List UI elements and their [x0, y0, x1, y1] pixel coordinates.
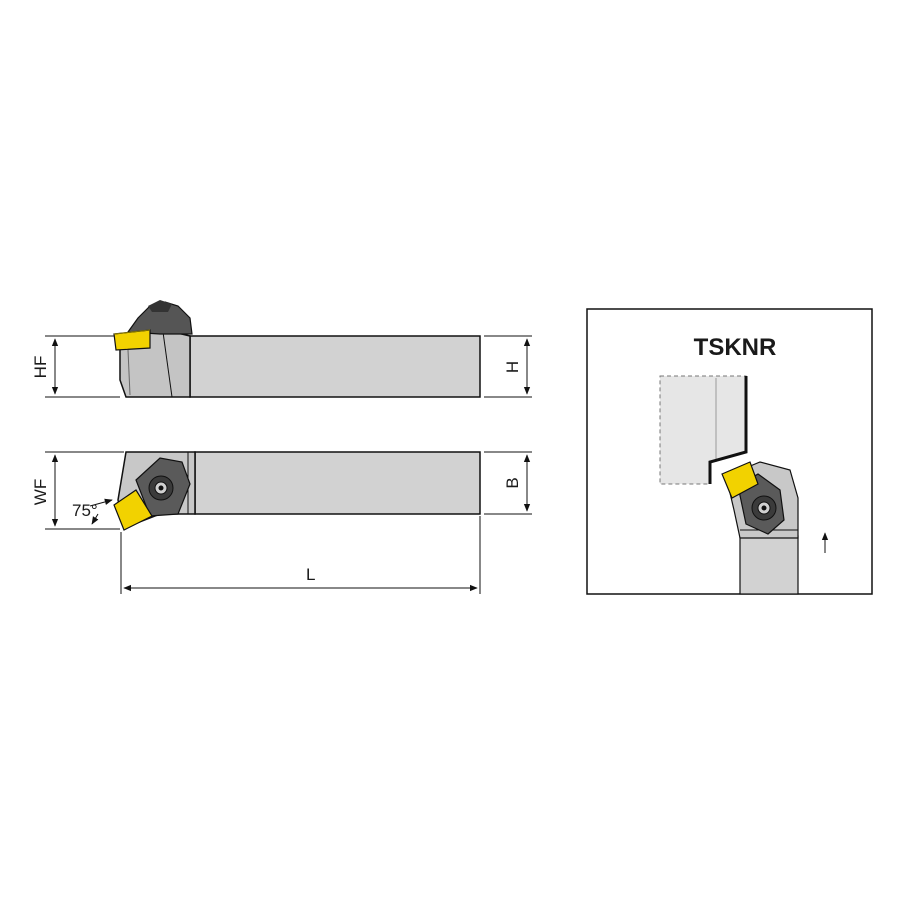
- angle-arrow-bottom: [91, 513, 99, 525]
- inset-clamp-screw-hex: [761, 505, 767, 511]
- side-shank: [189, 335, 481, 398]
- top-view: 75° WF B L: [31, 451, 532, 594]
- side-head-edge-2: [127, 349, 131, 396]
- hf-label: HF: [31, 356, 50, 379]
- wf-label: WF: [31, 479, 50, 505]
- top-clamp-screw-hex: [158, 485, 164, 491]
- side-clamp: [126, 301, 193, 335]
- inset-shank: [739, 535, 799, 595]
- b-label: B: [503, 477, 522, 488]
- side-clamp-screw: [148, 300, 172, 312]
- inset-panel: TSKNR: [586, 308, 873, 595]
- h-label: H: [503, 361, 522, 373]
- side-head-edge: [162, 331, 173, 398]
- top-insert: [113, 489, 153, 531]
- angle-label: 75°: [72, 501, 98, 520]
- side-insert-top: [113, 329, 151, 335]
- l-label: L: [306, 565, 315, 584]
- side-view: HF H: [31, 300, 532, 398]
- inset-title: TSKNR: [694, 334, 777, 361]
- inset-insert: [721, 461, 759, 499]
- top-shank: [194, 451, 481, 515]
- angle-arrow-top: [89, 498, 113, 507]
- inset-cut-profile: [708, 376, 748, 484]
